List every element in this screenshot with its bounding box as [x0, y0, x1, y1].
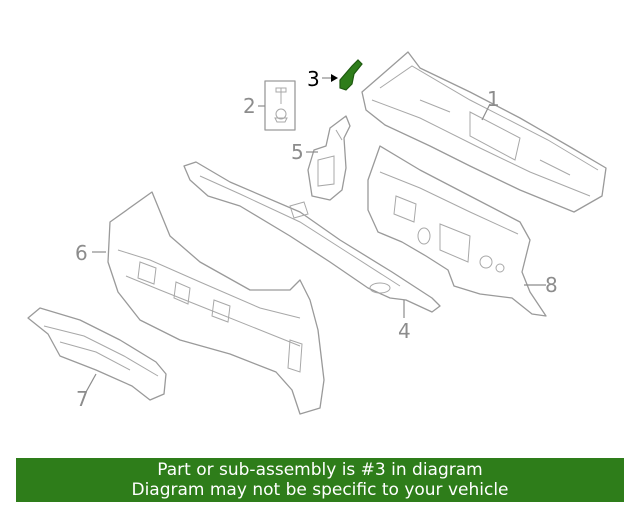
part-8-dash-panel [367, 145, 547, 317]
part-info-banner: Part or sub-assembly is #3 in diagram Di… [16, 458, 624, 502]
callout-2: 2 [243, 94, 256, 118]
callout-5: 5 [291, 140, 304, 164]
part-5-side-bracket [307, 115, 351, 201]
callout-4: 4 [398, 319, 411, 343]
callout-8: 8 [545, 273, 558, 297]
leader-7 [85, 373, 97, 393]
part-7-insulator [27, 307, 167, 401]
part-4-cross-member [183, 161, 441, 313]
parts-diagram: 1 2 3 5 4 8 [27, 51, 607, 415]
banner-line-2: Diagram may not be specific to your vehi… [131, 480, 509, 500]
arrowhead-3 [331, 74, 338, 82]
banner-line-1: Part or sub-assembly is #3 in diagram [157, 460, 483, 480]
part-6-bulkhead [107, 191, 325, 415]
callout-1: 1 [487, 87, 500, 111]
part-2-fastener [264, 80, 296, 131]
part-1-cowl-panel [361, 51, 607, 213]
leader-1 [481, 103, 491, 121]
callout-7: 7 [76, 387, 89, 411]
callout-6: 6 [75, 241, 88, 265]
callout-3: 3 [307, 67, 320, 91]
part-3-bracket-highlighted [339, 59, 363, 91]
